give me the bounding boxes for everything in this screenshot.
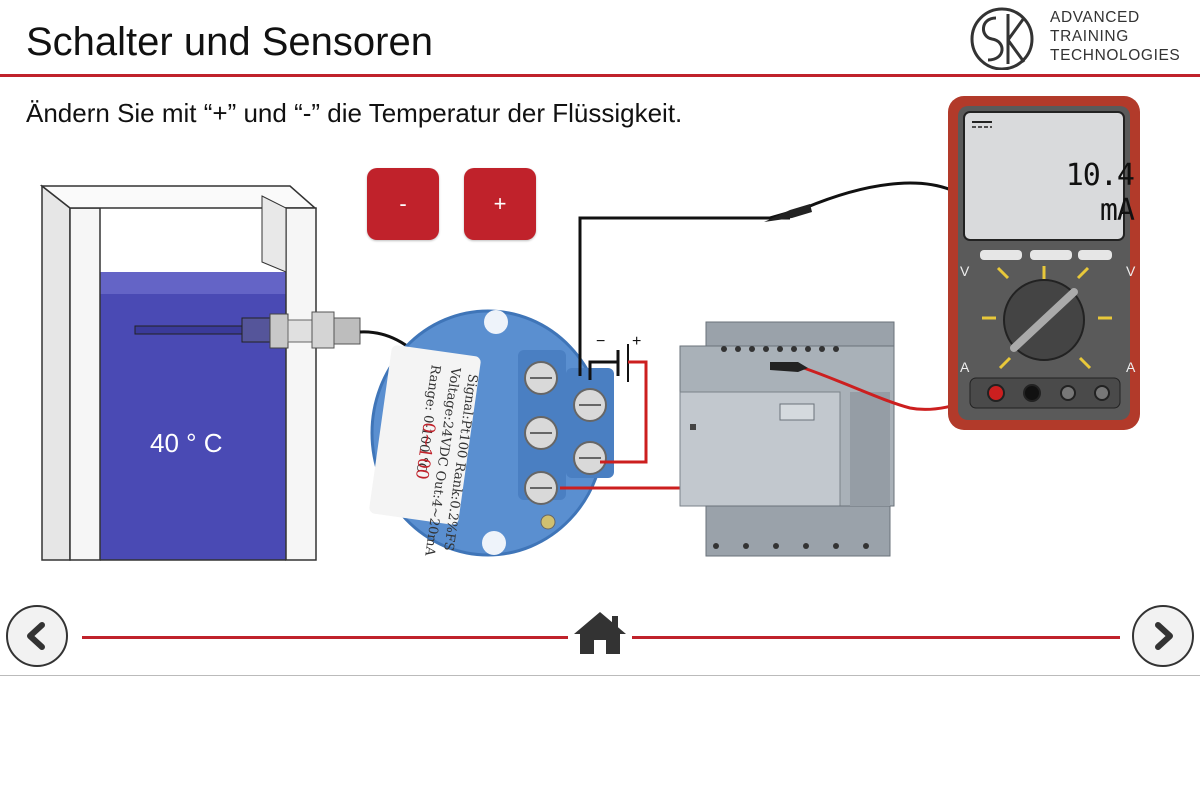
logo-wordmark: ADVANCED TRAINING TECHNOLOGIES: [1050, 9, 1181, 64]
home-button[interactable]: [570, 608, 630, 658]
nav-divider-left: [82, 636, 568, 639]
plc-module: [679, 321, 895, 557]
content-bottom-divider: [0, 675, 1200, 676]
power-plus-sign: +: [632, 333, 641, 350]
power-minus-sign: −: [596, 333, 605, 350]
company-logo: ADVANCED TRAINING TECHNOLOGIES: [966, 4, 1200, 71]
home-icon: [574, 612, 626, 654]
liquid-tank: [39, 184, 361, 561]
sk-monogram-icon: [970, 7, 1034, 71]
svg-text:A: A: [1126, 359, 1136, 375]
page-title: Schalter und Sensoren: [26, 20, 433, 64]
temperature-transmitter: Signal:Pt100 Rank:0.2%FS Voltage:24VDC O…: [369, 309, 614, 557]
increase-temperature-button[interactable]: +: [464, 168, 536, 240]
meter-jack-com: [1023, 384, 1041, 402]
instruction-text: Ändern Sie mit “+” und “-” die Temperatu…: [26, 98, 683, 128]
sensor-circuit-scene: Signal:Pt100 Rank:0.2%FS Voltage:24VDC O…: [39, 96, 1140, 561]
liquid-temperature-label: 40 ° C: [150, 428, 223, 458]
svg-text:V: V: [1126, 263, 1136, 279]
back-button[interactable]: [6, 605, 68, 667]
chevron-left-icon: [27, 622, 45, 650]
svg-text:A: A: [960, 359, 970, 375]
liquid: [100, 272, 286, 560]
rotary-dial-pointer: [1010, 288, 1078, 352]
meter-jack-ma: [987, 384, 1005, 402]
chevron-right-icon: [1155, 622, 1173, 650]
multimeter-reading: 10.4 mA: [1065, 158, 1135, 228]
next-button[interactable]: [1132, 605, 1194, 667]
svg-text:V: V: [960, 263, 970, 279]
decrease-temperature-button[interactable]: -: [367, 168, 439, 240]
header-divider: [0, 74, 1200, 77]
nav-divider-right: [632, 636, 1120, 639]
multimeter: V V A A: [948, 96, 1140, 430]
terminal-screws: [524, 361, 607, 530]
